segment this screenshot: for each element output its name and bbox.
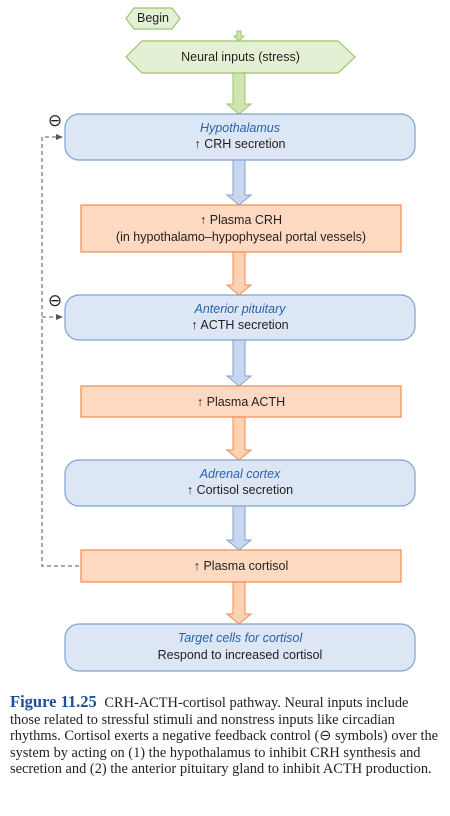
anterior-pituitary-title: Anterior pituitary — [194, 302, 286, 316]
plasma-crh-line1: ↑ Plasma CRH — [200, 213, 282, 227]
plasma-crh-shape — [80, 204, 402, 253]
arrow-neural-to-hypothalamus — [225, 71, 253, 115]
hypothalamus-shape — [64, 113, 416, 161]
connectors — [225, 30, 253, 625]
plasma-crh-line2: (in hypothalamo–hypophyseal portal vesse… — [115, 230, 367, 244]
plasma-acth-label: ↑ Plasma ACTH — [196, 395, 286, 409]
target-cells-shape — [64, 623, 416, 672]
arrow-adrenal-to-cortisol — [225, 505, 253, 551]
negative-feedback-symbol-hypothalamus: ⊖ — [47, 111, 63, 130]
figure-number: Figure 11.25 — [10, 692, 97, 711]
begin-node-shape — [125, 7, 181, 30]
feedback-arrowhead-hypothalamus — [56, 134, 63, 140]
neural-inputs-label: Neural inputs (stress) — [181, 50, 300, 64]
target-cells-title: Target cells for cortisol — [177, 631, 303, 645]
neural-inputs-shape — [125, 40, 356, 74]
feedback-arrowhead-pituitary — [56, 314, 63, 320]
adrenal-cortex-title: Adrenal cortex — [199, 467, 281, 481]
adrenal-cortex-text: ↑ Cortisol secretion — [186, 483, 294, 497]
plasma-cortisol-shape — [80, 549, 402, 583]
figure-caption: Figure 11.25 CRH-ACTH-cortisol pathway. … — [10, 692, 442, 778]
figure-caption-text: CRH-ACTH-cortisol pathway. Neural inputs… — [10, 695, 439, 778]
feedback-loop — [41, 134, 79, 567]
target-cells-text: Respond to increased cortisol — [157, 648, 323, 662]
anterior-pituitary-text: ↑ ACTH secretion — [191, 318, 289, 332]
hypothalamus-title: Hypothalamus — [200, 121, 280, 135]
arrow-hypothalamus-to-crh — [225, 159, 253, 206]
arrow-cortisol-to-target — [225, 581, 253, 625]
plasma-cortisol-label: ↑ Plasma cortisol — [193, 559, 289, 573]
arrow-acth-to-adrenal — [225, 416, 253, 461]
negative-feedback-symbol-pituitary: ⊖ — [47, 291, 63, 310]
begin-label: Begin — [137, 11, 169, 25]
flowchart — [41, 7, 416, 672]
hypothalamus-text: ↑ CRH secretion — [194, 137, 286, 151]
anterior-pituitary-shape — [64, 294, 416, 341]
arrow-begin-to-neural — [232, 30, 246, 42]
arrow-pituitary-to-acth — [225, 339, 253, 387]
arrow-crh-to-pituitary — [225, 251, 253, 296]
adrenal-cortex-shape — [64, 459, 416, 507]
plasma-acth-shape — [80, 385, 402, 418]
